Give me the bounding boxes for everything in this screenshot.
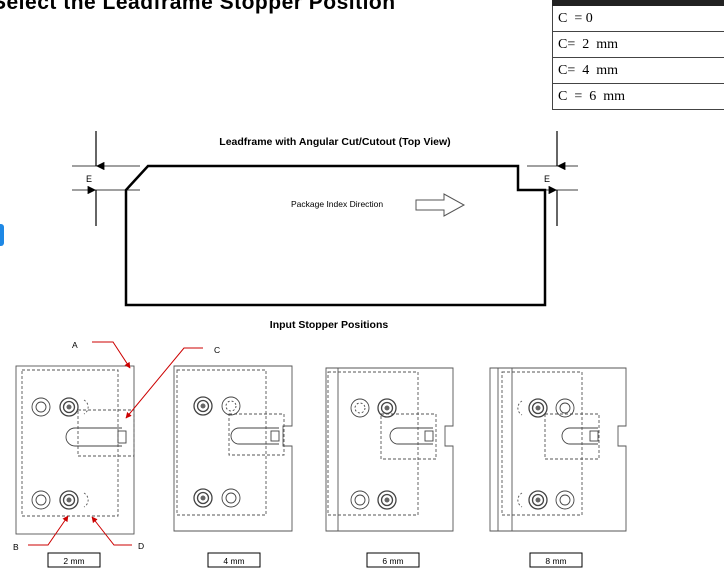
position-label-2mm[interactable]: 2 mm <box>47 552 101 568</box>
stopper-option-table: C = 0 C= 2 mm C= 4 mm C = 6 mm <box>552 0 724 110</box>
leadframe-title: Leadframe with Angular Cut/Cutout (Top V… <box>219 136 450 148</box>
option-row[interactable]: C = 6 mm <box>552 83 724 110</box>
stopper-diagram-2mm <box>15 341 203 546</box>
page-title: Select the Leadframe Stopper Position <box>0 0 396 14</box>
callout-a-label: A <box>72 340 78 350</box>
stopper-positions-title: Input Stopper Positions <box>270 319 389 331</box>
right-e-label: E <box>544 174 550 184</box>
stopper-diagram-4mm <box>173 365 293 532</box>
left-e-dimension: E <box>72 131 140 226</box>
leadframe-outline <box>124 164 547 307</box>
position-label-2mm-text: 2 mm <box>63 556 84 566</box>
position-label-8mm-text: 8 mm <box>545 556 566 566</box>
callout-b-label: B <box>13 542 19 552</box>
callout-d-label: D <box>138 541 144 551</box>
stopper-diagram-6mm <box>325 367 454 532</box>
option-row[interactable]: C= 2 mm <box>552 31 724 58</box>
position-label-4mm[interactable]: 4 mm <box>207 552 261 568</box>
position-label-6mm[interactable]: 6 mm <box>366 552 420 568</box>
option-c-0[interactable]: C = 0 <box>552 5 724 32</box>
position-label-8mm[interactable]: 8 mm <box>529 552 583 568</box>
position-label-4mm-text: 4 mm <box>223 556 244 566</box>
stopper-diagram-8mm <box>489 367 627 532</box>
option-c-2mm[interactable]: C= 2 mm <box>552 31 724 58</box>
option-row[interactable]: C = 0 <box>552 5 724 32</box>
callout-c-label: C <box>214 345 220 355</box>
package-index-direction-label: Package Index Direction <box>291 199 383 209</box>
left-e-label: E <box>86 174 92 184</box>
right-e-dimension: E <box>527 131 578 226</box>
side-panel-tab[interactable] <box>0 224 4 246</box>
option-c-6mm[interactable]: C = 6 mm <box>552 83 724 110</box>
position-label-6mm-text: 6 mm <box>382 556 403 566</box>
index-direction-arrow-icon <box>415 193 466 217</box>
